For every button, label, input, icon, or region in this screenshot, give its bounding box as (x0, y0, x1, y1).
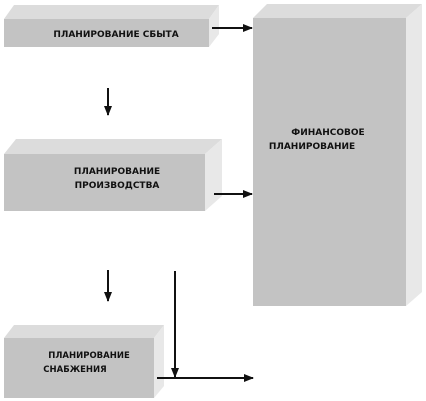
finance-box-side (406, 4, 422, 306)
supply-box-label-line1: ПЛАНИРОВАНИЕ (48, 351, 130, 361)
finance-box-top (253, 4, 422, 18)
supply-box-label-line2: СНАБЖЕНИЯ (43, 365, 106, 375)
finance-box-label-line2: ПЛАНИРОВАНИЕ (269, 142, 355, 152)
production-box-top (4, 139, 222, 154)
financial-planning-box: ФИНАНСОВОЕ ПЛАНИРОВАНИЕ (253, 4, 422, 306)
finance-box-label-line1: ФИНАНСОВОЕ (291, 128, 364, 138)
supply-box-top (4, 325, 164, 338)
sales-box-label: ПЛАНИРОВАНИЕ СБЫТА (53, 30, 178, 40)
finance-box-front (253, 18, 406, 306)
sales-box-front (4, 19, 209, 47)
production-box-label-line1: ПЛАНИРОВАНИЕ (74, 167, 160, 177)
production-box-label-line2: ПРОИЗВОДСТВА (75, 181, 160, 191)
sales-planning-box: ПЛАНИРОВАНИЕ СБЫТА (4, 5, 219, 47)
supply-box-front (4, 338, 154, 398)
sales-box-side (209, 5, 219, 47)
production-planning-box: ПЛАНИРОВАНИЕ ПРОИЗВОДСТВА (4, 139, 222, 211)
supply-box-side (154, 325, 164, 398)
sales-box-top (4, 5, 219, 19)
production-box-front (4, 154, 205, 211)
supply-planning-box: ПЛАНИРОВАНИЕ СНАБЖЕНИЯ (4, 325, 164, 398)
